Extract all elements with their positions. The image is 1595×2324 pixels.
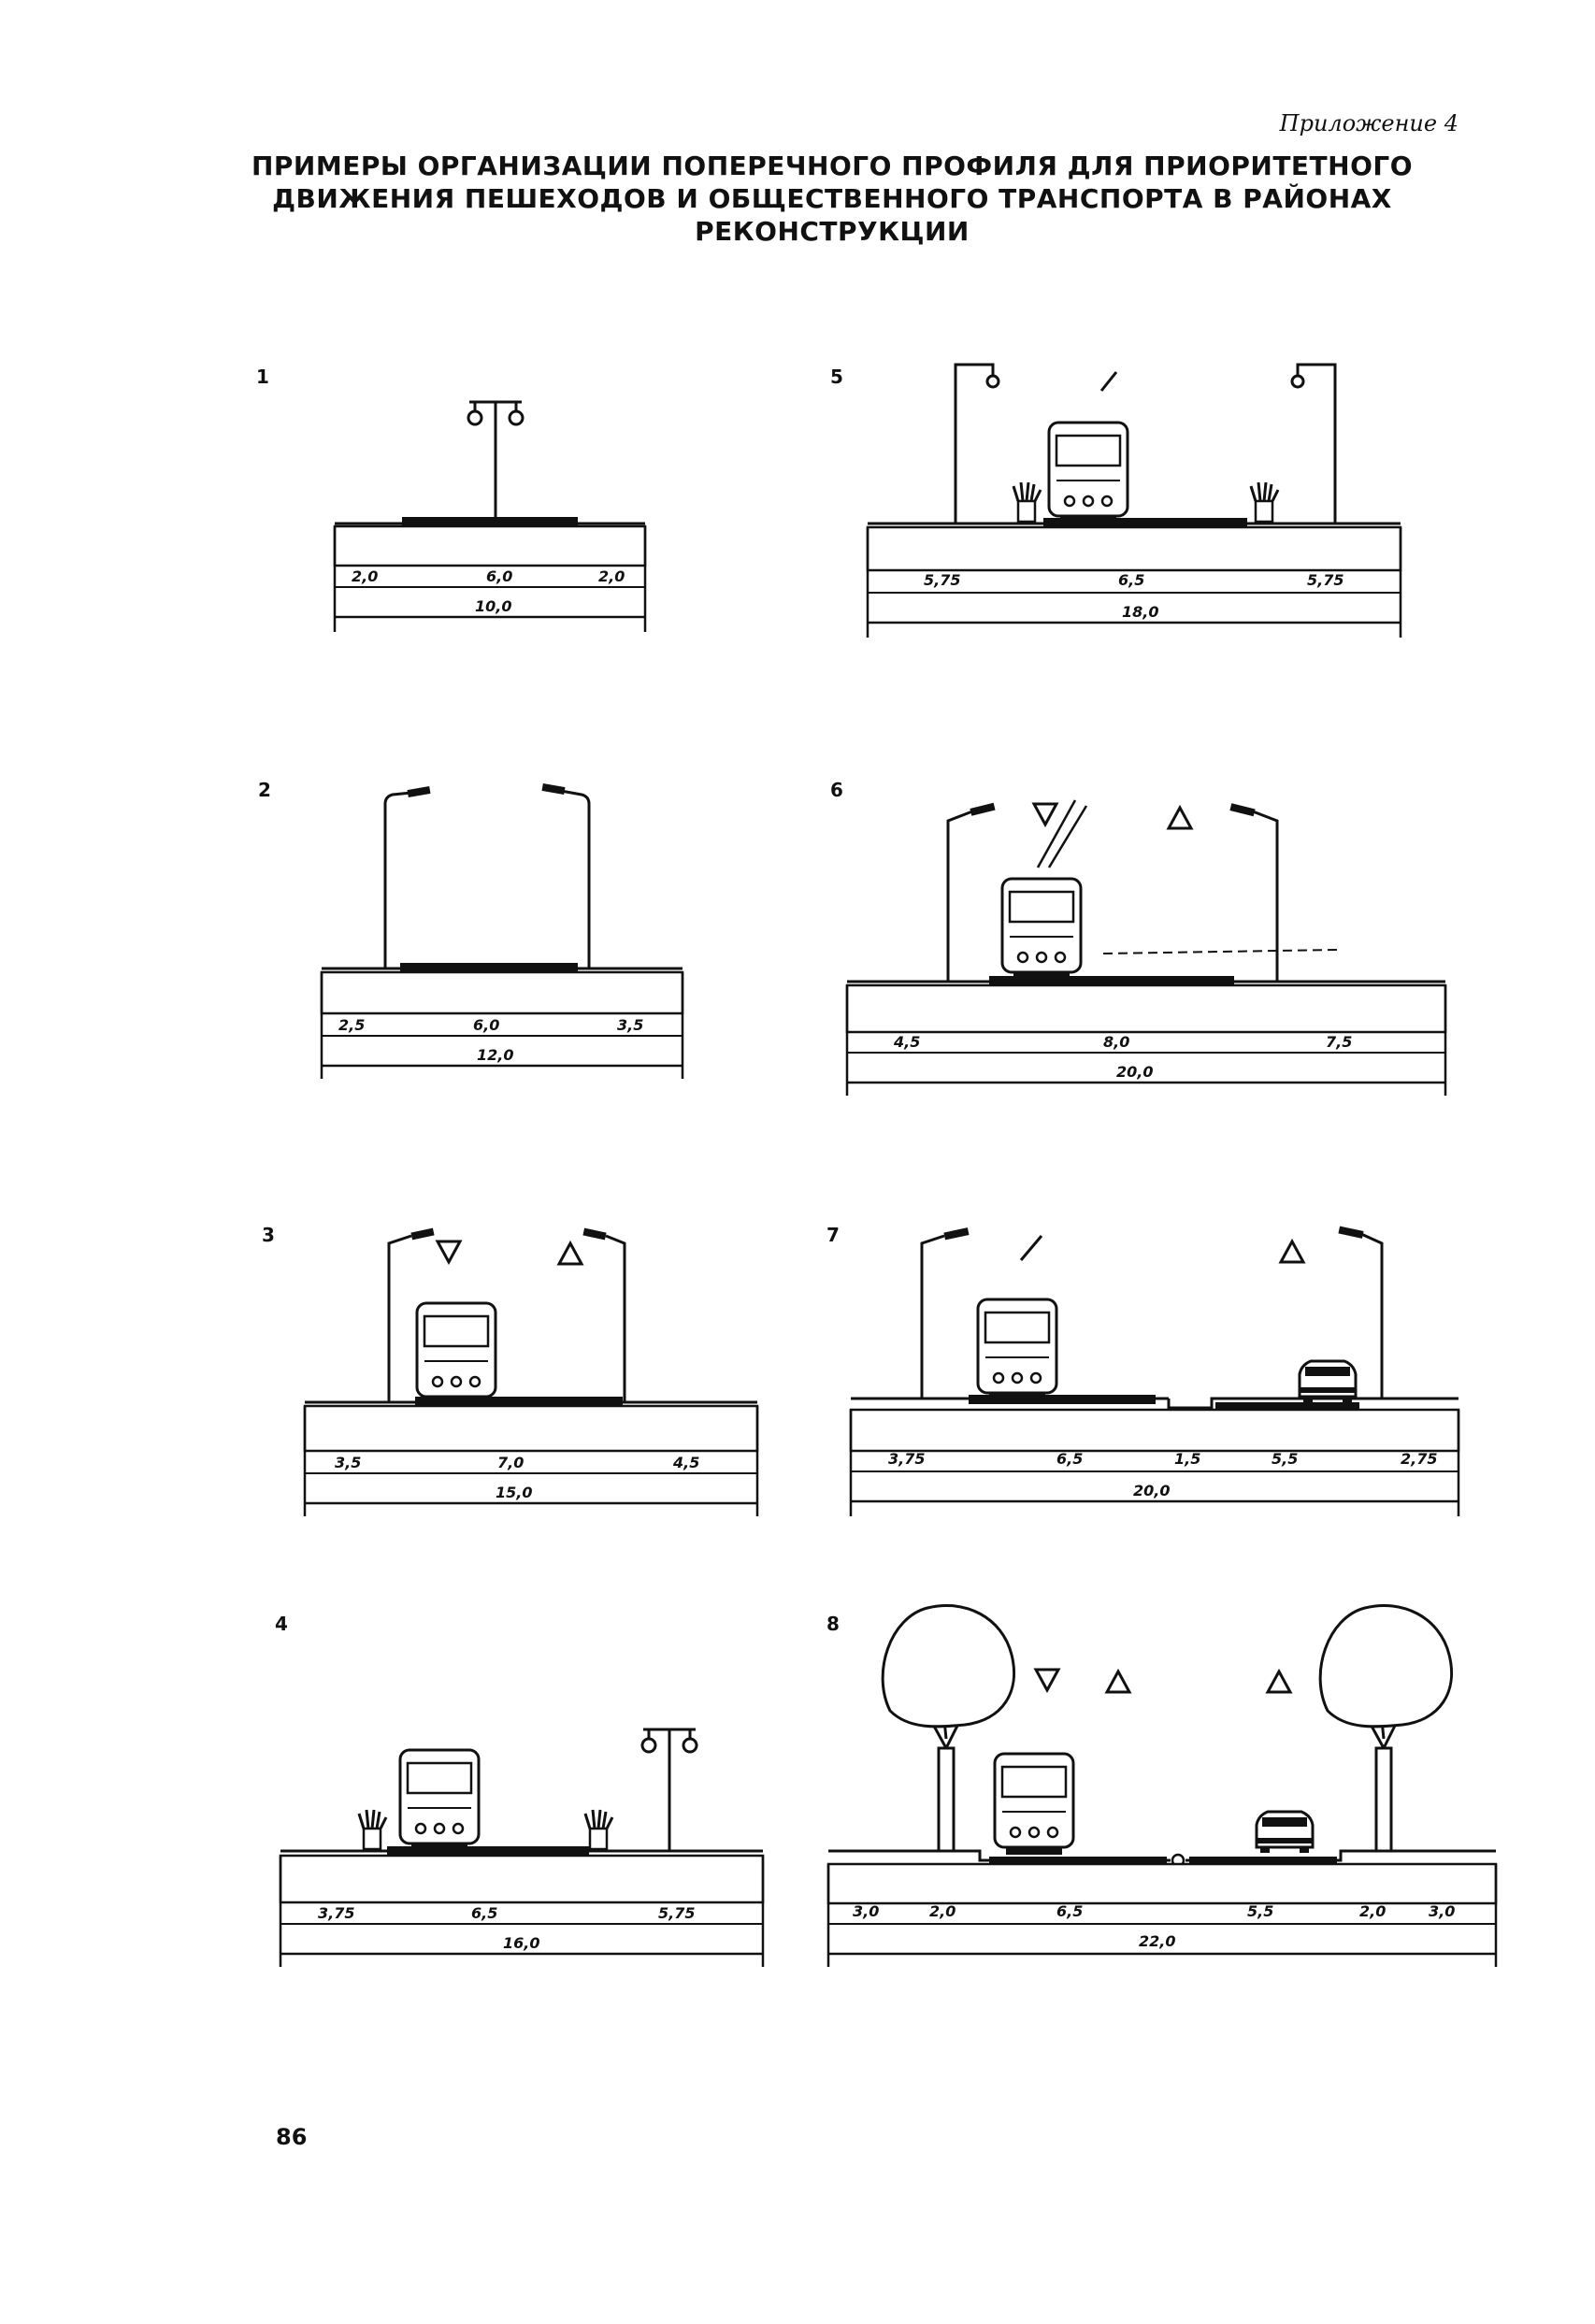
- dimension-label: 4,5: [672, 1454, 699, 1471]
- tree-icon: [1318, 1603, 1454, 1853]
- total-width-label: 20,0: [1133, 1482, 1170, 1499]
- total-width-label: 18,0: [1122, 603, 1158, 621]
- profile-4: 4 3,75 6,5 5,75 16,0: [275, 1613, 765, 1967]
- profile-6: 6 4,5 8,0 7,5 20,0: [830, 779, 1447, 1096]
- dimension-label: 5,5: [1247, 1902, 1273, 1920]
- profile-number: 5: [830, 366, 843, 388]
- dimension-label: 6,5: [1056, 1902, 1083, 1920]
- tri-up-icon: [1167, 806, 1193, 830]
- profile-number: 1: [256, 366, 269, 388]
- total-width-label: 10,0: [475, 597, 511, 615]
- dimension-label: 5,75: [924, 571, 960, 589]
- total-width-label: 16,0: [503, 1934, 539, 1952]
- total-width-label: 22,0: [1139, 1932, 1175, 1950]
- profile-number: 6: [830, 779, 843, 801]
- planter-icon: [1249, 481, 1280, 524]
- dimension-label: 2,0: [929, 1902, 956, 1920]
- dimension-label: 4,5: [893, 1033, 920, 1051]
- tri-down-icon: [436, 1240, 462, 1264]
- profile-8: 8 3,0 2,0 6,5 5,5 2,0 3,0 22,0: [826, 1603, 1498, 1967]
- tri-up-icon: [1266, 1670, 1292, 1694]
- dimension-label: 3,5: [335, 1454, 361, 1471]
- tram-icon: [415, 1301, 497, 1406]
- tri-up-icon: [557, 1241, 583, 1266]
- title-line: ПРИМЕРЫ ОРГАНИЗАЦИИ ПОПЕРЕЧНОГО ПРОФИЛЯ …: [251, 151, 1414, 181]
- tri-up-icon: [1105, 1670, 1131, 1694]
- dimension-label: 8,0: [1103, 1033, 1129, 1051]
- dimension-label: 2,75: [1401, 1450, 1437, 1468]
- tri-down-icon: [1032, 802, 1058, 826]
- profile-3: 3 3,5 7,0 4,5 15,0: [262, 1224, 759, 1516]
- title-line: РЕКОНСТРУКЦИИ: [695, 216, 970, 247]
- dimension-label: 6,5: [1056, 1450, 1083, 1468]
- dimension-label: 2,0: [352, 567, 378, 585]
- planter-icon: [1012, 481, 1042, 524]
- dimension-label: 5,5: [1272, 1450, 1298, 1468]
- total-width-label: 15,0: [496, 1484, 532, 1501]
- tri-down-icon: [1034, 1668, 1060, 1692]
- profile-7: 7 3,75 6,5 1,5 5,5 2,75 20,0: [826, 1224, 1460, 1516]
- title-line: ДВИЖЕНИЯ ПЕШЕХОДОВ И ОБЩЕСТВЕННОГО ТРАНС…: [272, 183, 1392, 214]
- profile-number: 8: [826, 1613, 840, 1635]
- dimension-label: 6,5: [1118, 571, 1144, 589]
- tram-icon: [1047, 421, 1129, 525]
- tram-icon: [993, 1752, 1075, 1857]
- dimension-label: 6,5: [471, 1904, 497, 1922]
- dimension-label: 3,0: [853, 1902, 879, 1920]
- profile-5: 5 5,75 6,5 5,75 18,0: [830, 363, 1402, 638]
- tram-icon: [1000, 877, 1083, 982]
- profile-1: 1 2,0 6,0 2,0 10,0: [256, 366, 647, 632]
- dimension-label: 6,0: [473, 1016, 499, 1034]
- profile-number: 7: [826, 1224, 840, 1246]
- car-icon: [1298, 1359, 1358, 1404]
- car-icon: [1255, 1810, 1315, 1855]
- dimension-label: 7,0: [497, 1454, 524, 1471]
- profile-number: 2: [258, 779, 271, 801]
- planter-icon: [357, 1808, 388, 1851]
- dimension-label: 3,75: [318, 1904, 354, 1922]
- street-lamp-icon: [467, 400, 524, 525]
- dimension-label: 2,0: [1359, 1902, 1386, 1920]
- dimension-label: 3,5: [617, 1016, 643, 1034]
- profile-number: 4: [275, 1613, 288, 1635]
- dimension-label: 5,75: [1307, 571, 1344, 589]
- dimension-label: 3,0: [1429, 1902, 1455, 1920]
- appendix-label: Приложение 4: [1279, 110, 1458, 136]
- tri-up-icon: [1279, 1240, 1305, 1264]
- tram-icon: [976, 1298, 1058, 1402]
- dimension-label: 1,5: [1174, 1450, 1200, 1468]
- page-title: ПРИМЕРЫ ОРГАНИЗАЦИИ ПОПЕРЕЧНОГО ПРОФИЛЯ …: [224, 150, 1440, 248]
- street-lamp-icon: [640, 1728, 698, 1853]
- dimension-label: 6,0: [486, 567, 512, 585]
- dimension-label: 2,0: [598, 567, 625, 585]
- dimension-label: 2,5: [338, 1016, 365, 1034]
- profile-2: 2 2,5 6,0 3,5 12,0: [258, 779, 684, 1079]
- profile-number: 3: [262, 1224, 275, 1246]
- tram-icon: [398, 1748, 481, 1853]
- dimension-label: 5,75: [658, 1904, 695, 1922]
- total-width-label: 20,0: [1116, 1063, 1153, 1081]
- page-number: 86: [276, 2124, 308, 2150]
- planter-icon: [583, 1808, 614, 1851]
- total-width-label: 12,0: [477, 1046, 513, 1064]
- dimension-label: 3,75: [888, 1450, 925, 1468]
- dimension-label: 7,5: [1326, 1033, 1352, 1051]
